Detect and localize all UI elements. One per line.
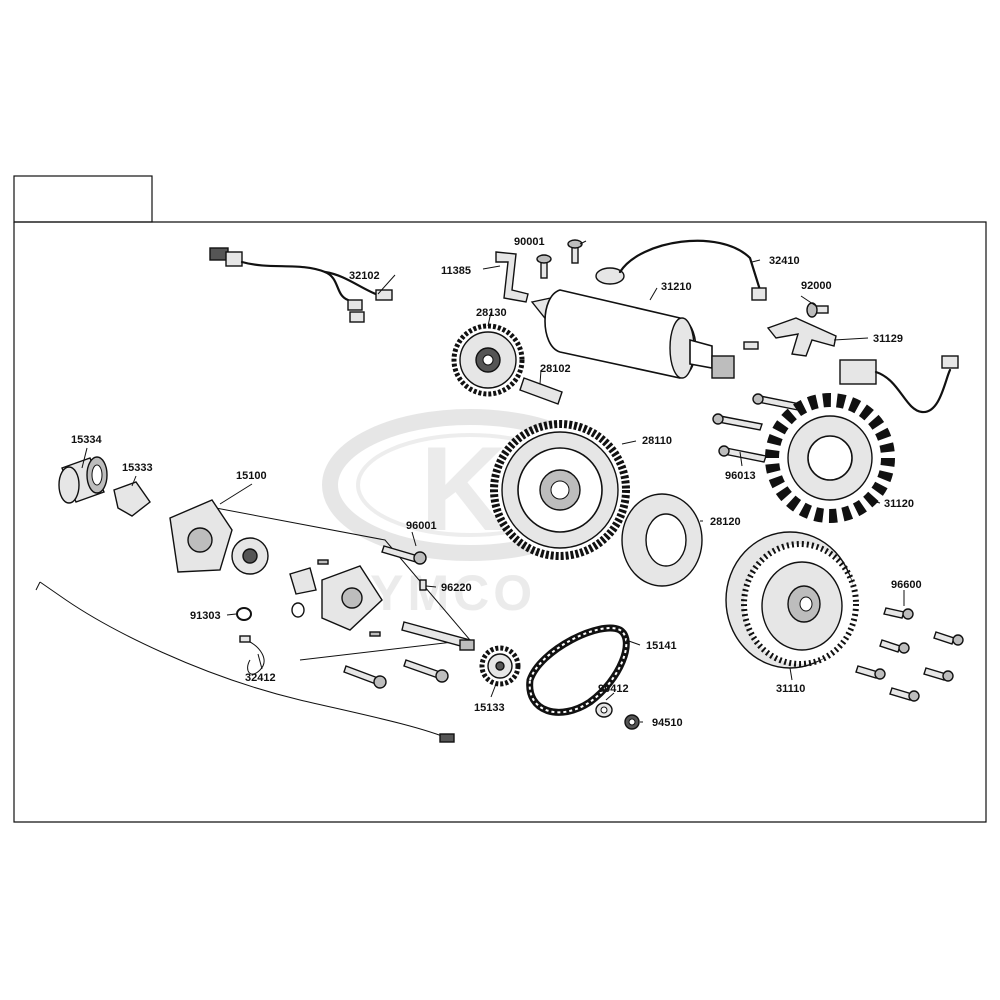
bolt-90001	[567, 239, 583, 264]
part-label-32102: 32102	[349, 270, 380, 282]
pulse-sensor	[839, 355, 959, 414]
part-label-15333: 15333	[122, 462, 153, 474]
bracket-11385	[495, 251, 529, 303]
watermark-logo-letters: K	[420, 422, 507, 556]
part-label-28102: 28102	[540, 363, 571, 375]
bolts-96001	[343, 545, 449, 689]
pump-shaft	[401, 621, 475, 651]
part-label-15141: 15141	[646, 640, 677, 652]
sprocket-15133	[479, 645, 521, 687]
part-label-31120: 31120	[884, 498, 914, 510]
oil-pump-15100	[169, 499, 471, 661]
wire-32412	[35, 581, 455, 743]
part-label-15100: 15100	[236, 470, 267, 482]
o-ring-91303	[236, 607, 252, 621]
part-label-31210: 31210	[661, 281, 692, 293]
cup-15334	[58, 456, 108, 504]
part-label-11385: 11385	[441, 265, 471, 277]
part-label-28130: 28130	[476, 307, 507, 319]
part-label-31129: 31129	[873, 333, 903, 345]
bolts-96600	[855, 607, 964, 702]
diagram-frame	[13, 175, 987, 823]
part-label-92000: 92000	[801, 280, 832, 292]
nut-94510	[624, 714, 640, 730]
gear-28130	[451, 323, 525, 397]
chain-15141	[526, 624, 630, 716]
part-label-91303: 91303	[190, 610, 221, 622]
part-label-96013: 96013	[725, 470, 756, 482]
part-label-96220: 96220	[441, 582, 472, 594]
part-label-28110: 28110	[642, 435, 672, 447]
pin-96220	[419, 579, 427, 591]
gear-28110	[490, 420, 630, 560]
part-number-labels: 32102 90001 11385 32410 31210 28130 9200…	[71, 236, 922, 729]
bolt-92000	[806, 302, 829, 318]
part-label-90412: 90412	[598, 683, 629, 695]
cam-15333	[113, 481, 151, 517]
stator-31120	[765, 393, 895, 523]
part-label-32410: 32410	[769, 255, 800, 267]
part-label-28120: 28120	[710, 516, 741, 528]
part-label-15133: 15133	[474, 702, 505, 714]
washer-90412	[595, 702, 613, 718]
bolt-starter-mount	[536, 254, 552, 279]
part-label-96600: 96600	[891, 579, 922, 591]
part-label-90001: 90001	[514, 236, 545, 248]
part-label-31110: 31110	[776, 683, 805, 695]
bracket-31129	[743, 317, 837, 357]
part-label-96001: 96001	[406, 520, 437, 532]
pin-28102	[519, 377, 563, 405]
flywheel-31110	[725, 531, 859, 669]
starter-motor-31210	[530, 239, 767, 379]
wire-harness-32102	[209, 247, 393, 323]
part-label-94510: 94510	[652, 717, 683, 729]
plate-28120	[621, 493, 703, 587]
part-label-32412: 32412	[245, 672, 276, 684]
leader-lines	[81, 240, 905, 723]
part-label-15334: 15334	[71, 434, 102, 446]
